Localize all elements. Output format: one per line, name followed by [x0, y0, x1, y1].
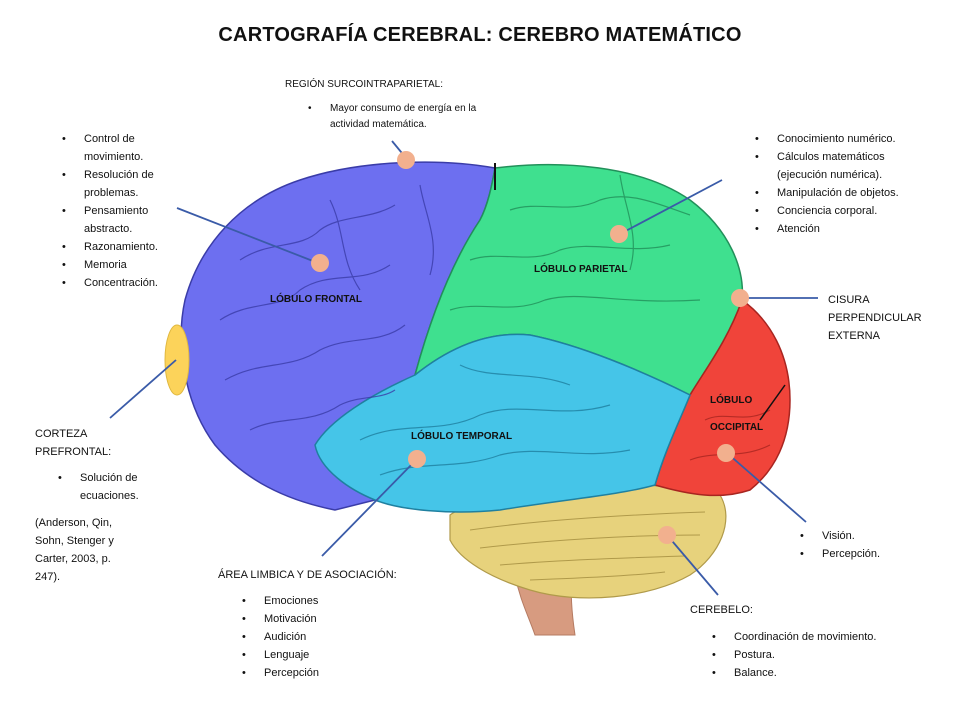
list-item: Coordinación de movimiento.	[712, 628, 876, 646]
frontal-marker	[311, 254, 329, 272]
occipital-connector	[726, 452, 807, 523]
list-item: Solución de	[58, 469, 139, 487]
list-item: Visión.	[800, 527, 880, 545]
list-item-cont: actividad matemática.	[330, 119, 427, 130]
surco-marker	[397, 151, 415, 169]
cerebelo-connector	[666, 534, 719, 596]
limbic-list: Emociones Motivación Audición Lenguaje P…	[242, 592, 319, 682]
cisura-line: EXTERNA	[828, 330, 880, 342]
surco-list: Mayor consumo de energía en la actividad…	[308, 101, 476, 133]
citation: (Anderson, Qin, Sohn, Stenger y Carter, …	[35, 514, 114, 586]
citation-line: 247).	[35, 571, 61, 583]
cerebelo-marker	[658, 526, 676, 544]
list-item: Concentración.	[62, 274, 158, 292]
limbic-heading: ÁREA LIMBICA Y DE ASOCIACIÓN:	[218, 569, 397, 581]
cisura-label: CISURA PERPENDICULAR EXTERNA	[828, 291, 922, 345]
list-item: Percepción	[242, 664, 319, 682]
list-item-cont: problemas.	[84, 187, 139, 199]
list-item-cont: abstracto.	[84, 223, 133, 235]
list-item: Mayor consumo de energía en la	[308, 101, 476, 117]
limbic-connector	[321, 459, 417, 557]
citation-line: (Anderson, Qin,	[35, 517, 113, 529]
prefrontal-heading: CORTEZA	[35, 428, 88, 440]
list-item: Resolución de	[62, 166, 158, 184]
occipital-marker	[717, 444, 735, 462]
cisura-line: CISURA	[828, 294, 870, 306]
citation-line: Sohn, Stenger y	[35, 535, 114, 547]
list-item: Conciencia corporal.	[755, 202, 899, 220]
prefrontal-info: CORTEZA PREFRONTAL:	[35, 425, 111, 461]
occipital-info: Visión. Percepción.	[800, 527, 880, 563]
list-item: Atención	[755, 220, 899, 238]
list-item: Emociones	[242, 592, 319, 610]
frontal-info: Control de movimiento. Resolución de pro…	[62, 130, 158, 292]
page-title: CARTOGRAFÍA CEREBRAL: CEREBRO MATEMÁTICO	[218, 24, 742, 46]
frontal-connector	[176, 207, 319, 264]
cerebelo-heading: CEREBELO:	[690, 604, 753, 616]
occipital-lobe	[654, 298, 791, 497]
list-item: Postura.	[712, 646, 876, 664]
parietal-marker	[610, 225, 628, 243]
prefrontal-list: Solución de ecuaciones.	[58, 469, 139, 505]
prefrontal-heading: PREFRONTAL:	[35, 446, 112, 458]
cerebelo-list: Coordinación de movimiento. Postura. Bal…	[712, 628, 876, 682]
list-item: Razonamiento.	[62, 238, 158, 256]
cisura-line: PERPENDICULAR	[828, 312, 922, 324]
prefrontal-marker	[164, 324, 190, 396]
list-item-cont: (ejecución numérica).	[777, 169, 883, 181]
list-item: Control de	[62, 130, 158, 148]
parietal-connector	[619, 179, 723, 235]
list-item: Cálculos matemáticos	[755, 148, 899, 166]
list-item: Percepción.	[800, 545, 880, 563]
parietal-lobe-label: LÓBULO PARIETAL	[534, 264, 628, 275]
list-item: Conocimiento numérico.	[755, 130, 899, 148]
temporal-marker	[408, 450, 426, 468]
list-item-cont: movimiento.	[84, 151, 144, 163]
occipital-lobe-label-2: OCCIPITAL	[710, 422, 764, 433]
frontal-lobe-label: LÓBULO FRONTAL	[270, 294, 363, 305]
list-item: Memoria	[62, 256, 158, 274]
citation-line: Carter, 2003, p.	[35, 553, 111, 565]
list-item: Motivación	[242, 610, 319, 628]
prefrontal-connector	[109, 359, 177, 419]
list-item: Lenguaje	[242, 646, 319, 664]
temporal-lobe-label: LÓBULO TEMPORAL	[411, 431, 513, 442]
surco-heading: REGIÓN SURCOINTRAPARIETAL:	[285, 79, 443, 90]
occipital-lobe-label-1: LÓBULO	[710, 395, 753, 406]
list-item: Manipulación de objetos.	[755, 184, 899, 202]
cisura-marker	[731, 289, 749, 307]
list-item: Balance.	[712, 664, 876, 682]
parietal-info: Conocimiento numérico. Cálculos matemáti…	[755, 130, 899, 238]
list-item: actividad matemática.	[308, 117, 476, 133]
list-item: Pensamiento	[62, 202, 158, 220]
list-item: Audición	[242, 628, 319, 646]
list-item-cont: ecuaciones.	[80, 490, 139, 502]
